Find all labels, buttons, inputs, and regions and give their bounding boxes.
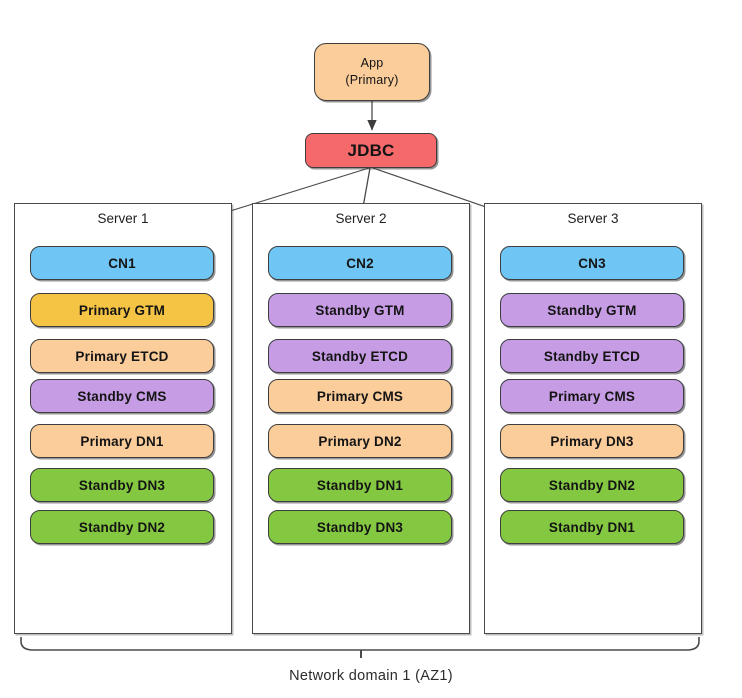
server-1-panel: Server 1 CN1 Primary GTM Primary ETCD St… [14,203,232,634]
node-primary-cms: Primary CMS [268,379,452,413]
server-3-title: Server 3 [567,211,619,226]
network-domain-brace [20,637,700,651]
node-standby-gtm: Standby GTM [268,293,452,327]
server-3-panel: Server 3 CN3 Standby GTM Standby ETCD Pr… [484,203,702,634]
node-cn1: CN1 [30,246,214,280]
node-primary-dn3: Primary DN3 [500,424,684,458]
server-1-title: Server 1 [97,211,149,226]
node-standby-dn1: Standby DN1 [500,510,684,544]
node-standby-dn3: Standby DN3 [30,468,214,502]
node-standby-etcd: Standby ETCD [500,339,684,373]
node-standby-gtm: Standby GTM [500,293,684,327]
node-cn3: CN3 [500,246,684,280]
app-primary-node: App (Primary) [314,43,430,101]
node-standby-cms: Standby CMS [30,379,214,413]
node-standby-dn2: Standby DN2 [30,510,214,544]
network-domain-label: Network domain 1 (AZ1) [289,668,453,684]
node-standby-dn3: Standby DN3 [268,510,452,544]
node-primary-gtm: Primary GTM [30,293,214,327]
jdbc-node: JDBC [305,133,437,168]
node-standby-dn1: Standby DN1 [268,468,452,502]
node-primary-dn2: Primary DN2 [268,424,452,458]
server-2-panel: Server 2 CN2 Standby GTM Standby ETCD Pr… [252,203,470,634]
server-2-title: Server 2 [335,211,387,226]
app-label-line1: App [360,56,384,71]
node-cn2: CN2 [268,246,452,280]
node-primary-etcd: Primary ETCD [30,339,214,373]
node-standby-etcd: Standby ETCD [268,339,452,373]
app-label-line2: (Primary) [345,73,399,87]
node-primary-cms: Primary CMS [500,379,684,413]
node-standby-dn2: Standby DN2 [500,468,684,502]
node-primary-dn1: Primary DN1 [30,424,214,458]
